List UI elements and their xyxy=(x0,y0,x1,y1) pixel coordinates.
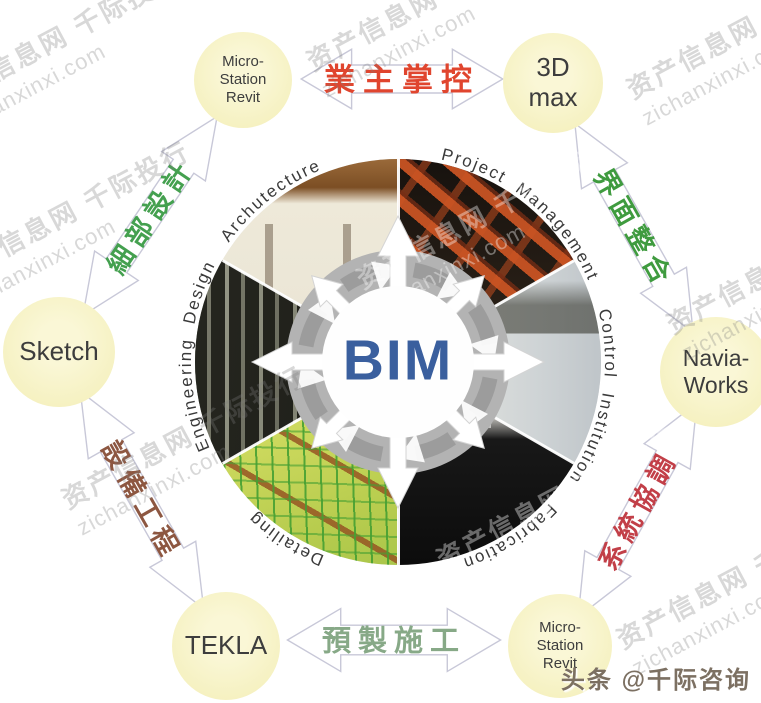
node-sketch: Sketch xyxy=(3,297,115,407)
node-tekla: TEKLA xyxy=(172,592,280,700)
flow-label-prefab-construction: 預製施工 xyxy=(321,625,467,658)
branding-watermark: 头条 @千际咨询 xyxy=(560,667,751,694)
inner-circle xyxy=(322,286,474,438)
node-navia-works: Navia- Works xyxy=(660,317,761,427)
double-arrow-icon xyxy=(283,603,505,677)
flow-owner-control: 業主掌控 xyxy=(297,44,507,114)
double-arrow-icon xyxy=(297,44,507,114)
node-3d-max: 3D max xyxy=(503,33,603,133)
node-microstation-revit-top: Micro- Station Revit xyxy=(194,32,292,128)
flow-prefab-construction: 預製施工 xyxy=(283,603,505,677)
bim-medallion xyxy=(250,214,546,510)
node-microstation-revit-bottom: Micro- Station Revit xyxy=(508,594,612,698)
watermark: 资产信息网 千际投行 zichanxinxi.com xyxy=(0,0,186,141)
watermark: 资产信息网 千际投行 zichanxinxi.com xyxy=(621,0,761,131)
bim-center-label: BIM xyxy=(342,328,454,393)
flow-label-owner-control: 業主掌控 xyxy=(324,62,480,98)
